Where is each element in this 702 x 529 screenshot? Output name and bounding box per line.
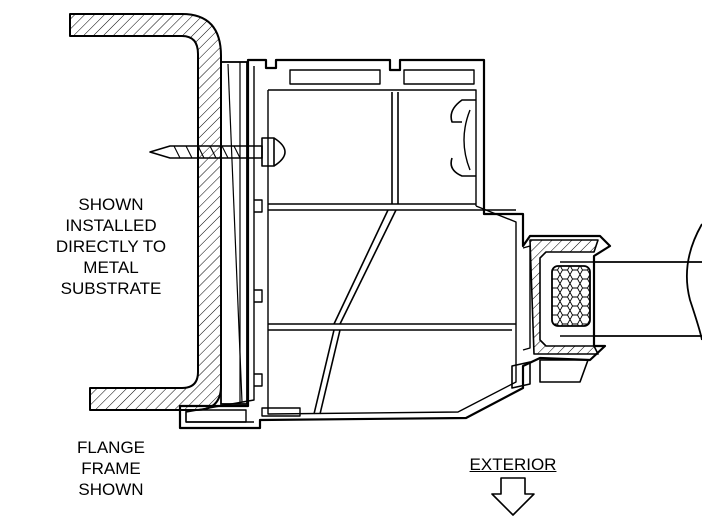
- screw-fastener: [149, 137, 286, 167]
- exterior-label: EXTERIOR: [469, 455, 557, 474]
- down-arrow-icon: [491, 477, 535, 516]
- installation-note-line: METAL: [83, 258, 139, 277]
- frame-note-line: FRAME: [81, 459, 141, 478]
- installation-note-line: INSTALLED: [65, 216, 157, 235]
- glazing-gasket: [551, 265, 591, 327]
- frame-profile: [178, 58, 612, 430]
- frame-note: FLANGE FRAME SHOWN: [56, 437, 166, 500]
- glazing-bead: [529, 239, 599, 355]
- frame-note-line: FLANGE: [76, 438, 146, 457]
- installation-note-line: DIRECTLY TO: [55, 237, 167, 256]
- installation-note-line: SUBSTRATE: [60, 279, 162, 298]
- shim-block: [220, 61, 248, 405]
- metal-substrate: [69, 13, 222, 411]
- glass-unit: [560, 223, 702, 341]
- installation-note-line: SHOWN: [78, 195, 144, 214]
- frame-note-line: SHOWN: [78, 480, 144, 499]
- installation-note: SHOWN INSTALLED DIRECTLY TO METAL SUBSTR…: [36, 194, 186, 299]
